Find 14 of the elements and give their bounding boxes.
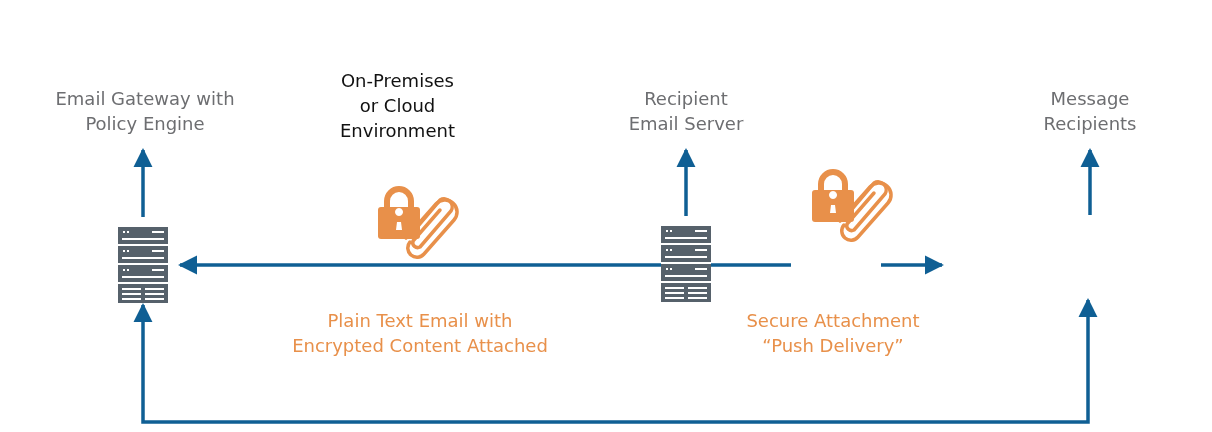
arrow	[178, 255, 661, 275]
server-icon	[661, 226, 711, 304]
arrow	[133, 148, 153, 217]
server-icon	[118, 227, 168, 305]
edge-caption: Plain Text Email with Encrypted Content Attached	[291, 309, 549, 358]
component-label: Recipient Email Server	[621, 86, 751, 150]
environment-label: On-Premises or Cloud Environment	[340, 69, 455, 143]
component-label: Message Recipients	[1030, 86, 1150, 150]
arrow	[676, 148, 696, 216]
arrow	[709, 255, 944, 275]
arrow	[133, 298, 1098, 424]
edge-caption: Secure Attachment “Push Delivery”	[745, 309, 921, 358]
component-label: Email Gateway with Policy Engine	[35, 86, 255, 150]
arrow	[1080, 148, 1100, 215]
